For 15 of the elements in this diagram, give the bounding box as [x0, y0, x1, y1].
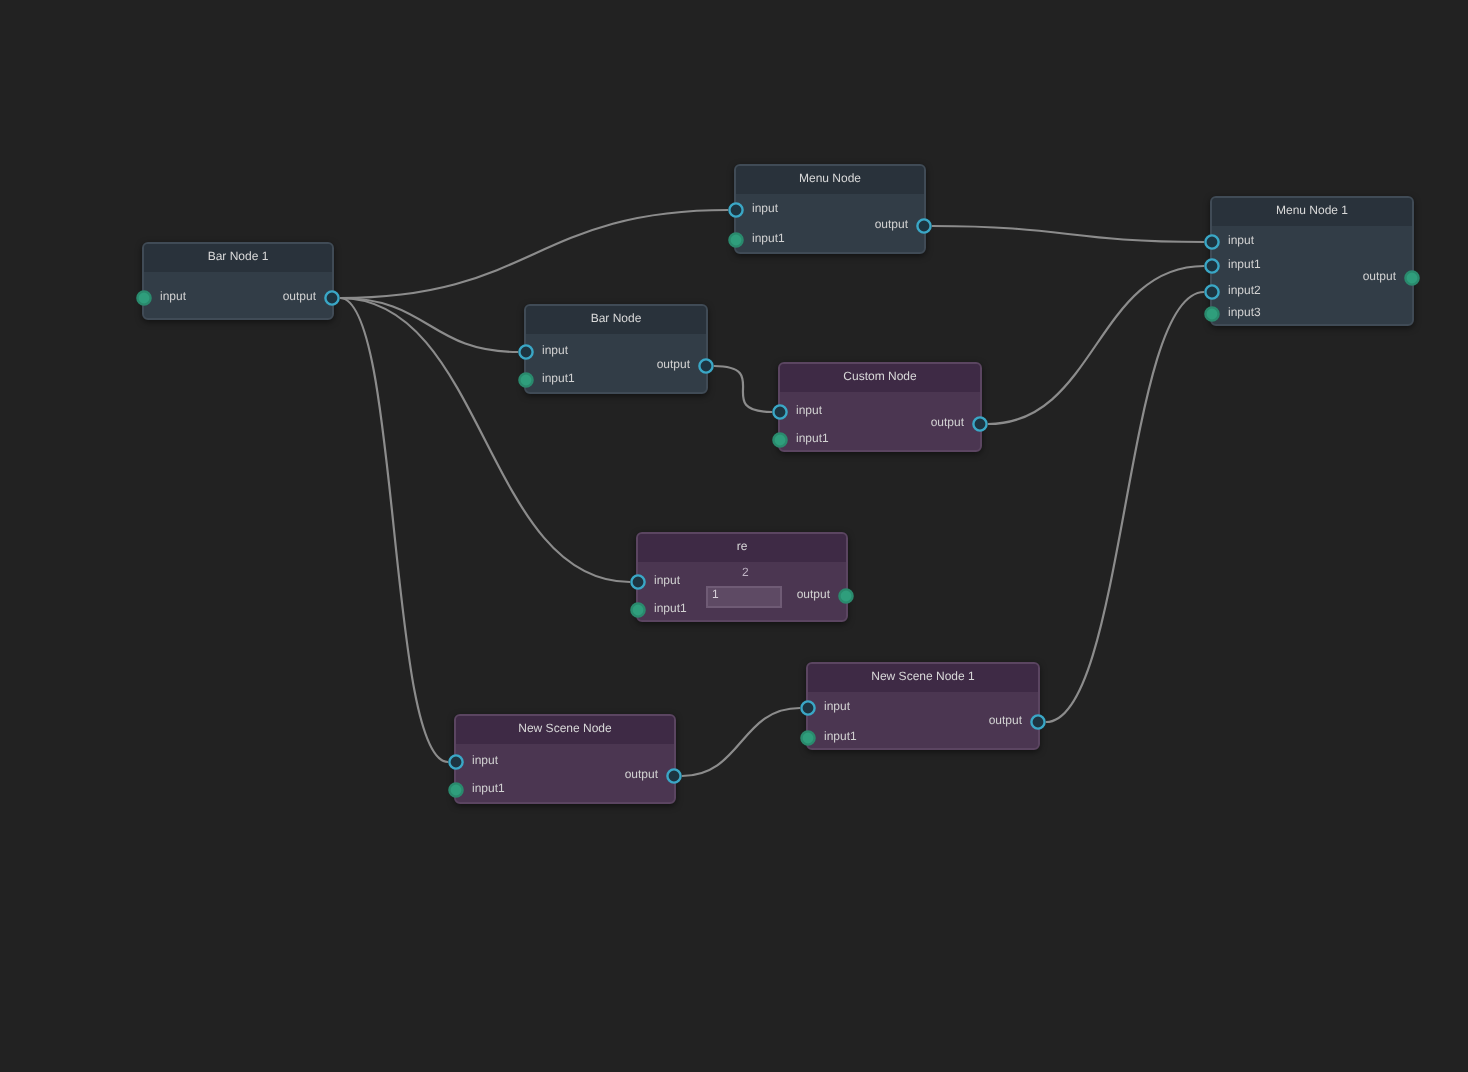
connector-curve [339, 297, 449, 763]
connector-curve [932, 224, 1204, 244]
node-card [806, 662, 1040, 750]
connector-curve [987, 264, 1205, 426]
node-card [636, 532, 848, 622]
node-card [142, 242, 334, 320]
node-card [734, 164, 926, 254]
connector-curve [339, 296, 631, 584]
node-card [454, 714, 676, 804]
connector-curve [681, 706, 801, 778]
connector-curve [713, 364, 773, 414]
node-card [524, 304, 708, 394]
node-card [778, 362, 982, 452]
connector-curve [1045, 291, 1205, 723]
node-card [1210, 196, 1414, 326]
